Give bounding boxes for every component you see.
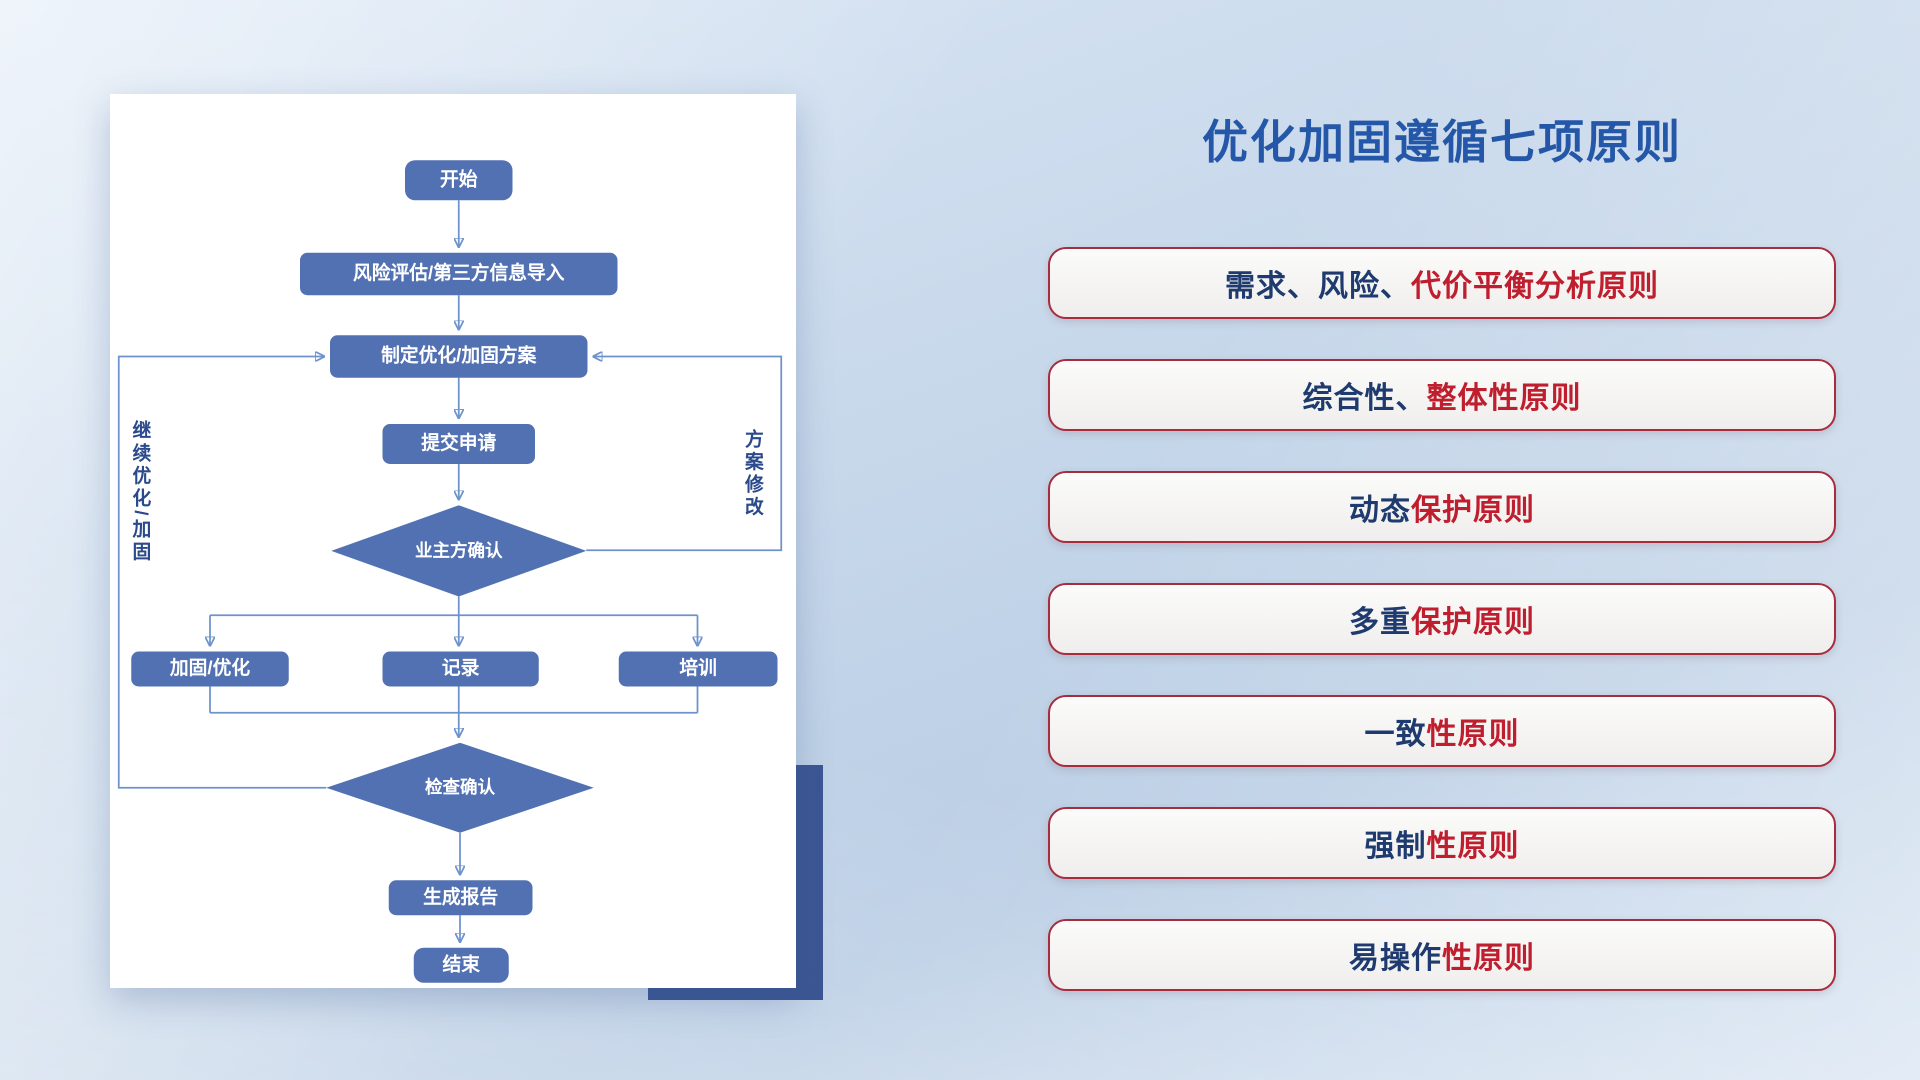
principle-text-red: 保护原则 (1411, 606, 1535, 639)
loop-label-plan-revision: 方案修改 (742, 428, 764, 519)
flow-node-report: 生成报告 (388, 880, 533, 916)
principles-list: 需求、风险、代价平衡分析原则 综合性、整体性原则 动态保护原则 多重保护原则 一… (1048, 247, 1836, 991)
principle-text-red: 性原则 (1442, 942, 1535, 975)
principle-text-red: 代价平衡分析原则 (1411, 270, 1659, 303)
flow-node-start: 开始 (405, 160, 513, 201)
principle-text-dark: 多重 (1349, 606, 1411, 639)
principle-pill-6: 强制性原则 (1048, 807, 1836, 879)
principle-pill-5: 一致性原则 (1048, 695, 1836, 767)
flowchart-card: 开始 风险评估/第三方信息导入 制定优化/加固方案 提交申请 业主方确认 加固/… (110, 94, 796, 988)
flow-node-risk-import: 风险评估/第三方信息导入 (300, 252, 618, 296)
principle-pill-7: 易操作性原则 (1048, 919, 1836, 991)
flow-connectors (117, 200, 783, 943)
flow-node-end: 结束 (413, 947, 509, 983)
principle-text-red: 保护原则 (1411, 494, 1535, 527)
principle-text-dark: 需求、风险、 (1225, 270, 1411, 303)
flow-edges (117, 200, 783, 943)
principle-pill-2: 综合性、整体性原则 (1048, 359, 1836, 431)
flow-node-submit: 提交申请 (382, 424, 535, 464)
flow-node-harden-optimize: 加固/优化 (131, 651, 289, 687)
principle-pill-4: 多重保护原则 (1048, 583, 1836, 655)
principle-text-dark: 一致 (1364, 718, 1427, 751)
principle-text-dark: 易操作 (1349, 942, 1442, 975)
principle-text-red: 性原则 (1426, 830, 1520, 863)
principle-text-red: 性原则 (1426, 718, 1520, 751)
principle-text-red: 整体性原则 (1426, 382, 1582, 415)
principle-pill-1: 需求、风险、代价平衡分析原则 (1048, 247, 1836, 319)
principle-pill-3: 动态保护原则 (1048, 471, 1836, 543)
loop-label-continue-optimize: 继续优化/加固 (130, 420, 152, 565)
flow-node-make-plan: 制定优化/加固方案 (330, 335, 588, 378)
flow-node-record: 记录 (382, 651, 539, 687)
slide-title: 优化加固遵循七项原则 (1202, 116, 1682, 168)
flow-node-training: 培训 (618, 651, 778, 687)
principle-text-dark: 强制 (1364, 830, 1427, 863)
principle-text-dark: 动态 (1349, 494, 1411, 527)
principle-text-dark: 综合性、 (1302, 382, 1427, 415)
flowchart: 开始 风险评估/第三方信息导入 制定优化/加固方案 提交申请 业主方确认 加固/… (110, 94, 796, 988)
